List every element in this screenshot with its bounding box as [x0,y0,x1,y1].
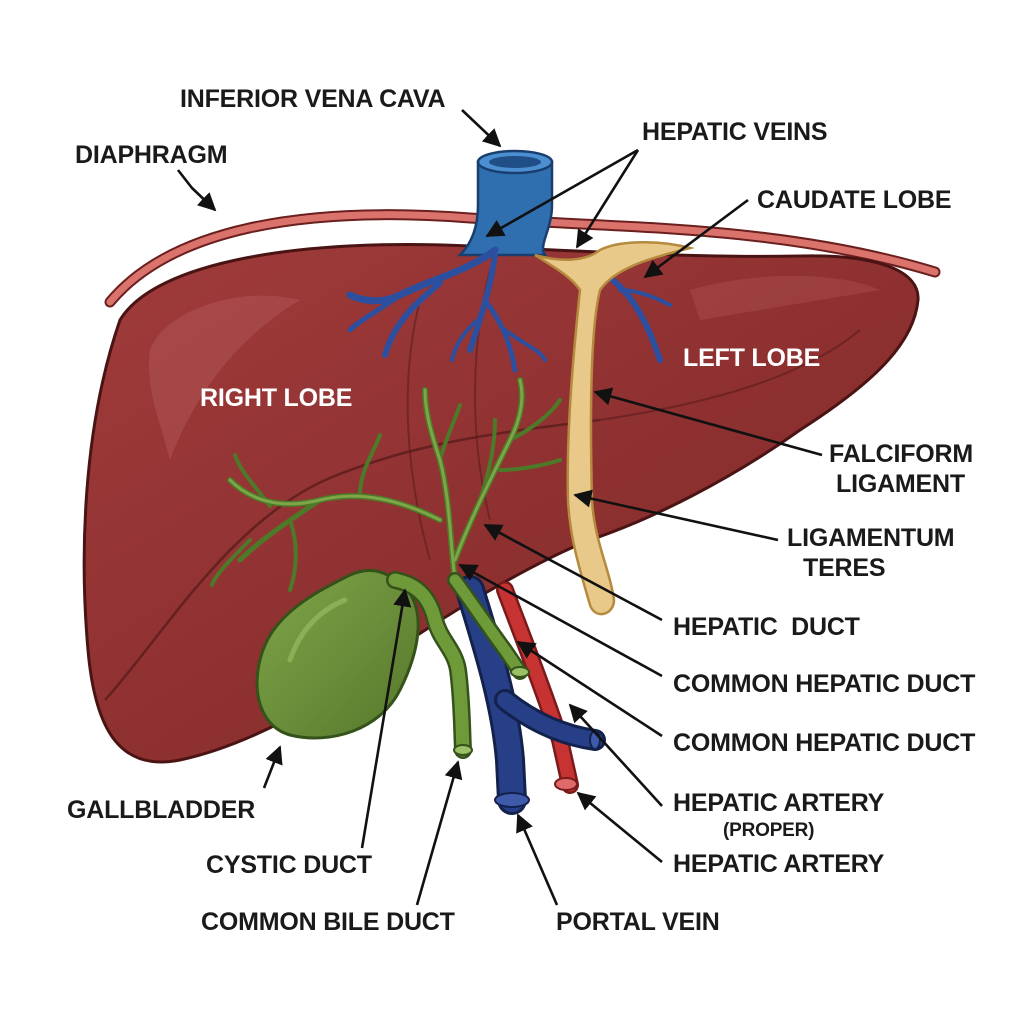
label-hepatic-duct: HEPATIC DUCT [673,613,860,641]
label-portal-vein: PORTAL VEIN [556,908,720,936]
gallbladder [255,569,420,740]
label-hepatic-veins: HEPATIC VEINS [642,118,827,146]
label-falciform-2: LIGAMENT [836,470,965,498]
label-falciform-1: FALCIFORM [829,440,973,468]
label-caudate-lobe: CAUDATE LOBE [757,186,951,214]
label-hepatic-artery: HEPATIC ARTERY [673,850,885,878]
label-common-bile-duct: COMMON BILE DUCT [201,908,455,936]
hepatic-veins [346,246,672,373]
inferior-vena-cava [456,160,554,257]
label-common-hepatic-duct-1: COMMON HEPATIC DUCT [673,670,975,698]
label-hepatic-artery-proper: HEPATIC ARTERY [673,789,885,817]
label-inferior-vena-cava: INFERIOR VENA CAVA [180,85,446,113]
label-teres-2: TERES [803,554,885,582]
falciform-ligament [534,241,691,616]
label-gallbladder: GALLBLADDER [67,796,255,824]
hepatic-duct-tree-fill [228,378,524,582]
leader-lines [176,109,823,906]
label-diaphragm: DIAPHRAGM [75,141,227,169]
label-cystic-duct: CYSTIC DUCT [206,851,372,879]
liver-fold-line [599,329,861,421]
label-proper-note: (PROPER) [723,820,814,841]
label-teres-1: LIGAMENTUM [787,524,954,552]
label-right-lobe: RIGHT LOBE [200,384,352,412]
liver-highlight-right [149,295,300,460]
bile-ducts [386,571,528,759]
label-common-hepatic-duct-2: COMMON HEPATIC DUCT [673,729,975,757]
liver-highlight-left [690,275,880,320]
label-left-lobe: LEFT LOBE [683,344,820,372]
diaphragm-band-inner [106,211,939,306]
